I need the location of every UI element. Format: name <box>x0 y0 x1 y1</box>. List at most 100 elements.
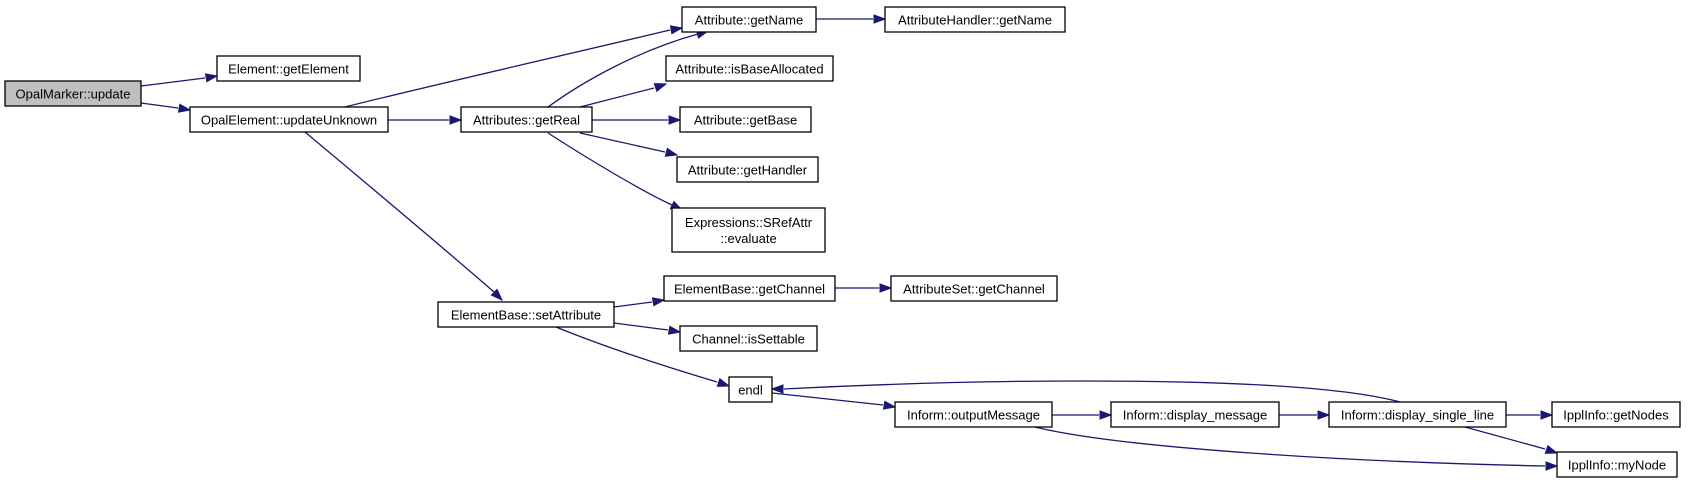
edge-arrowhead <box>1544 444 1559 454</box>
node-box[interactable] <box>894 401 1053 428</box>
edge-arrowhead <box>1540 410 1554 420</box>
node-label: Attributes::getReal <box>473 113 580 128</box>
edge-arrowhead <box>204 73 219 83</box>
node-attribute_isbaseallocated[interactable]: Attribute::isBaseAllocated <box>665 55 834 82</box>
edge-elementbase_setattribute-to-elementbase_getchannel <box>613 297 666 308</box>
node-opalelement_updateunknown[interactable]: OpalElement::updateUnknown <box>189 106 389 133</box>
edge-endl-to-inform_outputmessage <box>771 392 897 410</box>
node-box[interactable] <box>4 80 142 107</box>
node-inform_outputmessage[interactable]: Inform::outputMessage <box>894 401 1053 428</box>
node-attribute_getname[interactable]: Attribute::getName <box>681 6 817 33</box>
edge-arrowhead <box>882 400 897 410</box>
node-attributehandler_getname[interactable]: AttributeHandler::getName <box>884 6 1066 33</box>
node-label: Attribute::getBase <box>694 113 797 128</box>
node-box[interactable] <box>216 55 361 82</box>
edge-arrowhead <box>1545 461 1559 471</box>
edge-opalelement_updateunknown-to-attributes_getreal <box>388 115 463 125</box>
node-box[interactable] <box>665 55 834 82</box>
node-box[interactable] <box>189 106 389 133</box>
node-ipplinfo_mynode[interactable]: IpplInfo::myNode <box>1556 451 1678 478</box>
node-elementbase_setattribute[interactable]: ElementBase::setAttribute <box>437 301 615 328</box>
node-label: AttributeHandler::getName <box>898 13 1052 28</box>
node-label: OpalElement::updateUnknown <box>201 113 377 128</box>
edge-line <box>547 132 673 206</box>
node-box[interactable] <box>890 275 1058 302</box>
node-box[interactable] <box>681 6 817 33</box>
node-box[interactable] <box>676 156 819 183</box>
edge-line <box>304 131 495 293</box>
node-box[interactable] <box>1328 401 1507 428</box>
node-label: Attribute::getName <box>695 13 803 28</box>
edge-opalmarker_update-to-element_getelement <box>140 73 219 87</box>
edge-opalmarker_update-to-opalelement_updateunknown <box>140 102 192 113</box>
node-channel_issettable[interactable]: Channel::isSettable <box>679 325 818 352</box>
node-label: AttributeSet::getChannel <box>903 282 1045 297</box>
edge-arrowhead <box>770 384 784 394</box>
node-box[interactable] <box>1556 451 1678 478</box>
edge-elementbase_setattribute-to-channel_issettable <box>613 322 682 335</box>
node-attributes_getreal[interactable]: Attributes::getReal <box>460 106 593 133</box>
node-box[interactable] <box>728 376 773 403</box>
edge-elementbase_setattribute-to-endl <box>555 326 731 387</box>
node-box[interactable] <box>1551 401 1681 428</box>
edge-attributes_getreal-to-expressions_srefattr_evaluate <box>547 132 684 211</box>
edge-line <box>1464 426 1546 450</box>
edge-arrowhead <box>1317 410 1331 420</box>
node-label: OpalMarker::update <box>16 87 131 102</box>
node-opalmarker_update[interactable]: OpalMarker::update <box>4 80 142 107</box>
node-label: ElementBase::setAttribute <box>451 308 601 323</box>
edge-line <box>579 132 666 153</box>
node-elementbase_getchannel[interactable]: ElementBase::getChannel <box>663 275 836 302</box>
node-box[interactable] <box>671 207 826 253</box>
node-attributeset_getchannel[interactable]: AttributeSet::getChannel <box>890 275 1058 302</box>
edge-arrowhead <box>653 83 668 93</box>
node-box[interactable] <box>1110 401 1280 428</box>
edge-line <box>771 392 884 406</box>
node-attribute_getbase[interactable]: Attribute::getBase <box>679 106 812 133</box>
node-label: IpplInfo::myNode <box>1568 458 1666 473</box>
edge-arrowhead <box>651 297 666 307</box>
edge-opalelement_updateunknown-to-elementbase_setattribute <box>304 131 504 302</box>
edge-line <box>555 326 718 383</box>
node-label: Expressions::SRefAttr <box>685 215 813 230</box>
node-box[interactable] <box>679 325 818 352</box>
edge-attributes_getreal-to-attribute_getbase <box>592 115 682 125</box>
node-box[interactable] <box>679 106 812 133</box>
node-label: Element::getElement <box>228 62 349 77</box>
edge-inform_display_single_line-to-ipplinfo_mynode <box>1464 426 1559 454</box>
edge-inform_display_single_line-to-endl <box>770 380 1401 403</box>
node-attribute_gethandler[interactable]: Attribute::getHandler <box>676 156 819 183</box>
edge-arrowhead <box>177 103 192 113</box>
edge-opalelement_updateunknown-to-attribute_getname <box>344 25 684 108</box>
node-label: Inform::outputMessage <box>907 408 1040 423</box>
edge-line <box>344 29 671 108</box>
edge-arrowhead <box>669 25 684 35</box>
edge-line <box>783 380 1401 403</box>
node-label: Channel::isSettable <box>692 332 805 347</box>
node-element_getelement[interactable]: Element::getElement <box>216 55 361 82</box>
edge-attributes_getreal-to-attribute_isbaseallocated <box>579 83 668 108</box>
node-label: Attribute::isBaseAllocated <box>675 62 823 77</box>
node-box[interactable] <box>663 275 836 302</box>
edge-line <box>1034 426 1546 467</box>
edge-line <box>547 33 699 108</box>
node-endl[interactable]: endl <box>728 376 773 403</box>
node-box[interactable] <box>437 301 615 328</box>
edge-line <box>613 301 653 308</box>
node-box[interactable] <box>460 106 593 133</box>
edge-arrowhead <box>716 377 731 387</box>
edge-line <box>140 77 206 87</box>
edge-line <box>140 102 179 109</box>
node-label: IpplInfo::getNodes <box>1563 408 1669 423</box>
edge-arrowhead <box>1099 410 1113 420</box>
node-box[interactable] <box>884 6 1066 33</box>
edge-arrowhead <box>873 14 887 24</box>
edge-arrowhead <box>668 115 682 125</box>
node-inform_display_single_line[interactable]: Inform::display_single_line <box>1328 401 1507 428</box>
node-inform_display_message[interactable]: Inform::display_message <box>1110 401 1280 428</box>
node-ipplinfo_getnodes[interactable]: IpplInfo::getNodes <box>1551 401 1681 428</box>
node-expressions_srefattr_evaluate[interactable]: Expressions::SRefAttr::evaluate <box>671 207 826 253</box>
edge-arrowhead <box>449 115 463 125</box>
